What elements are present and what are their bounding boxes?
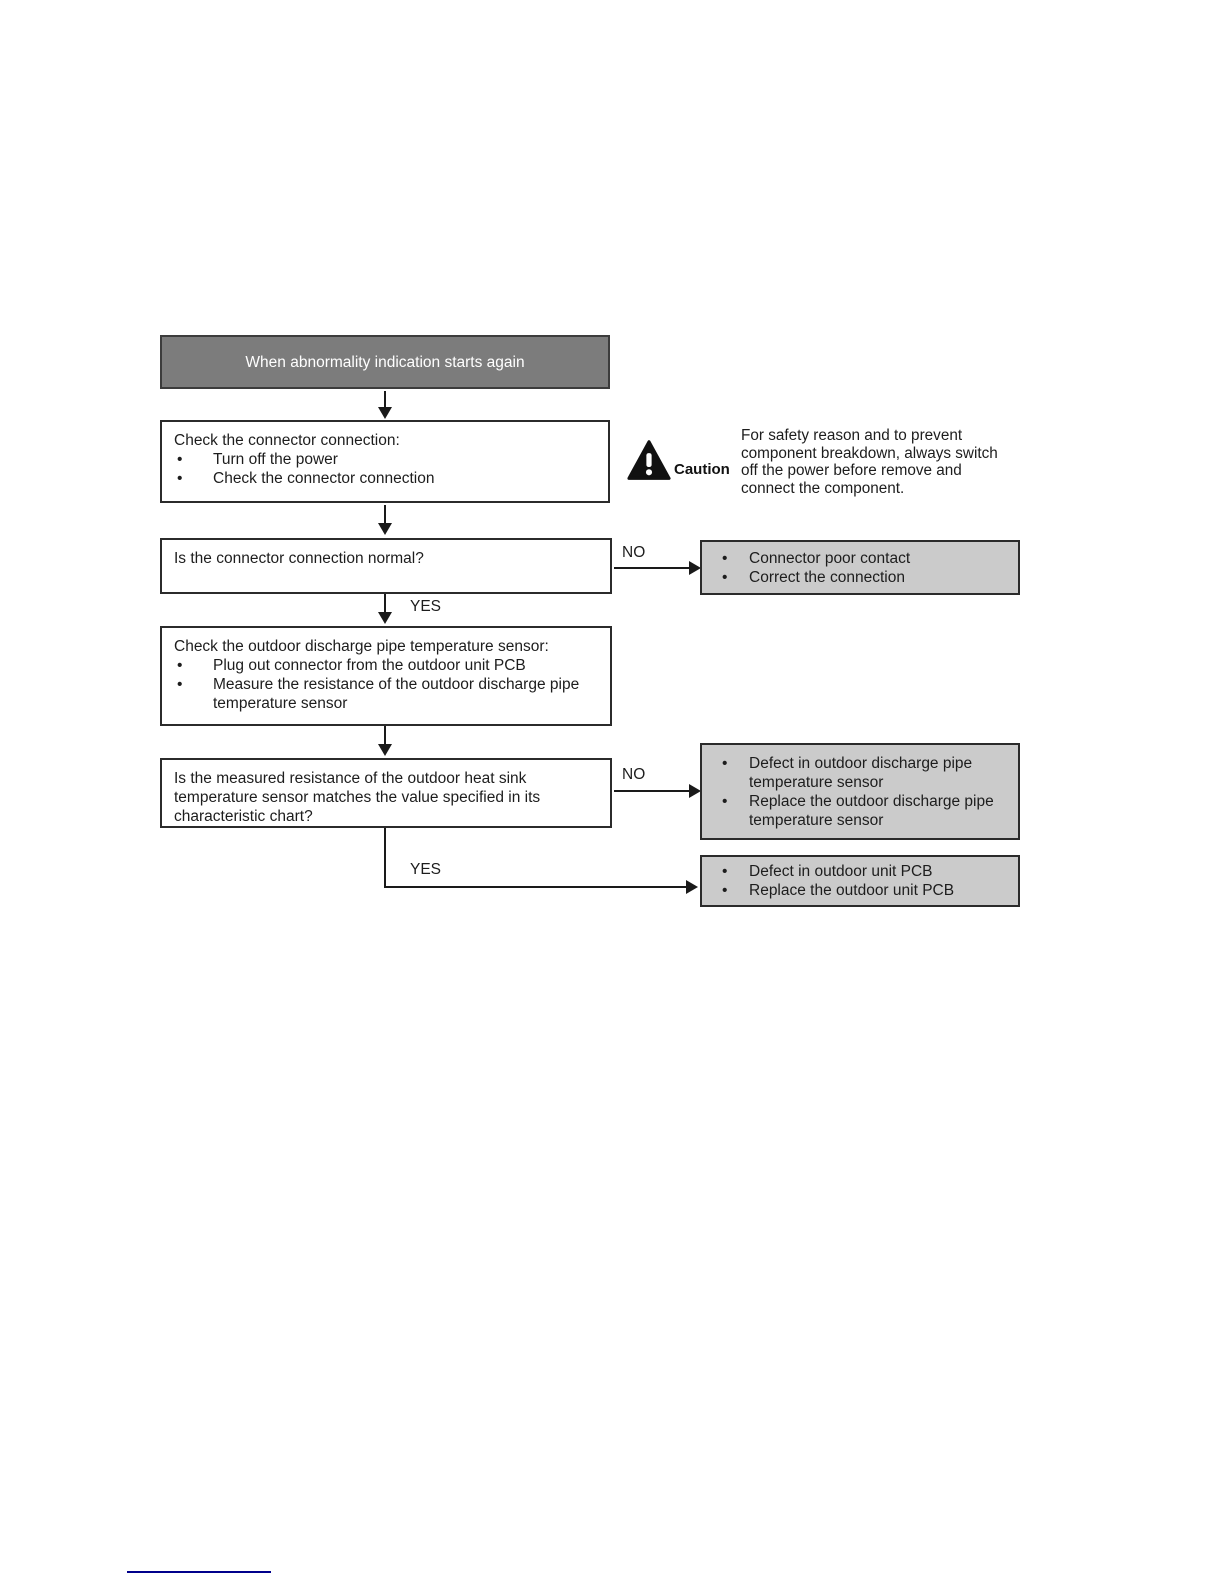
list-item: • Replace the outdoor unit PCB xyxy=(720,881,1010,900)
connector-line xyxy=(614,790,692,792)
list-item: • Defect in outdoor unit PCB xyxy=(720,862,1010,881)
branch-label-no: NO xyxy=(622,544,646,561)
list-item: • Plug out connector from the outdoor un… xyxy=(174,656,598,675)
list-item-text: Defect in outdoor discharge pipe tempera… xyxy=(749,754,973,791)
caution-label: Caution xyxy=(674,461,730,478)
bullet-marker: • xyxy=(722,754,728,772)
list-item-text: Turn off the power xyxy=(213,451,338,468)
arrow-down-icon xyxy=(378,407,392,419)
branch-label-yes: YES xyxy=(410,598,442,615)
connector-line xyxy=(384,828,386,888)
bullet-marker: • xyxy=(177,470,183,487)
bullet-marker: • xyxy=(722,882,728,899)
list-item-text: Connector poor contact xyxy=(749,549,911,567)
arrow-right-icon xyxy=(689,784,701,798)
list-item-text: Defect in outdoor unit PCB xyxy=(749,863,933,880)
bullet-marker: • xyxy=(177,676,183,693)
arrow-down-icon xyxy=(378,744,392,756)
bullet-marker: • xyxy=(722,549,728,567)
list-item: • Correct the connection xyxy=(720,568,1010,587)
list-item-text: Plug out connector from the outdoor unit… xyxy=(213,657,526,674)
decision-resistance-match: Is the measured resistance of the outdoo… xyxy=(160,758,612,828)
list-item: • Connector poor contact xyxy=(720,549,1010,568)
list-item-text: Measure the resistance of the outdoor di… xyxy=(213,676,580,712)
result-connector: • Connector poor contact • Correct the c… xyxy=(700,540,1020,595)
connector-line xyxy=(384,505,386,525)
decision-question: Is the connector connection normal? xyxy=(174,550,424,567)
flowchart-start-node: When abnormality indication starts again xyxy=(160,335,610,389)
connector-line xyxy=(384,594,386,614)
connector-line xyxy=(384,391,386,409)
list-item-text: Replace the outdoor unit PCB xyxy=(749,882,955,899)
arrow-right-icon xyxy=(689,561,701,575)
caution-text: For safety reason and to prevent compone… xyxy=(741,427,998,497)
list-item-text: Check the connector connection xyxy=(213,470,435,487)
decision-connector-normal: Is the connector connection normal? xyxy=(160,538,612,594)
arrow-down-icon xyxy=(378,612,392,624)
list-item-text: Replace the outdoor discharge pipe tempe… xyxy=(749,792,994,829)
list-item: • Turn off the power xyxy=(174,450,596,469)
bullet-marker: • xyxy=(722,792,728,810)
footer-link-rule[interactable] xyxy=(127,1571,271,1573)
process-title: Check the connector connection: xyxy=(174,432,400,449)
list-item: • Measure the resistance of the outdoor … xyxy=(174,675,598,713)
branch-label-no: NO xyxy=(622,766,646,783)
bullet-marker: • xyxy=(722,863,728,880)
process-title: Check the outdoor discharge pipe tempera… xyxy=(174,638,549,655)
arrow-right-icon xyxy=(686,880,698,894)
process-check-connector: Check the connector connection: • Turn o… xyxy=(160,420,610,503)
decision-question: Is the measured resistance of the outdoo… xyxy=(174,770,541,825)
start-node-label: When abnormality indication starts again xyxy=(245,353,525,371)
bullet-marker: • xyxy=(722,568,728,586)
bullet-marker: • xyxy=(177,451,183,468)
connector-line xyxy=(614,567,692,569)
bullet-marker: • xyxy=(177,657,183,674)
process-check-sensor: Check the outdoor discharge pipe tempera… xyxy=(160,626,612,726)
caution-icon xyxy=(627,440,671,480)
result-sensor: • Defect in outdoor discharge pipe tempe… xyxy=(700,743,1020,840)
result-pcb: • Defect in outdoor unit PCB • Replace t… xyxy=(700,855,1020,907)
connector-line xyxy=(384,726,386,746)
list-item: • Replace the outdoor discharge pipe tem… xyxy=(720,792,1010,830)
list-item-text: Correct the connection xyxy=(749,568,905,586)
connector-line xyxy=(384,886,687,888)
list-item: • Check the connector connection xyxy=(174,469,596,488)
list-item: • Defect in outdoor discharge pipe tempe… xyxy=(720,754,1010,792)
arrow-down-icon xyxy=(378,523,392,535)
branch-label-yes: YES xyxy=(410,861,442,878)
